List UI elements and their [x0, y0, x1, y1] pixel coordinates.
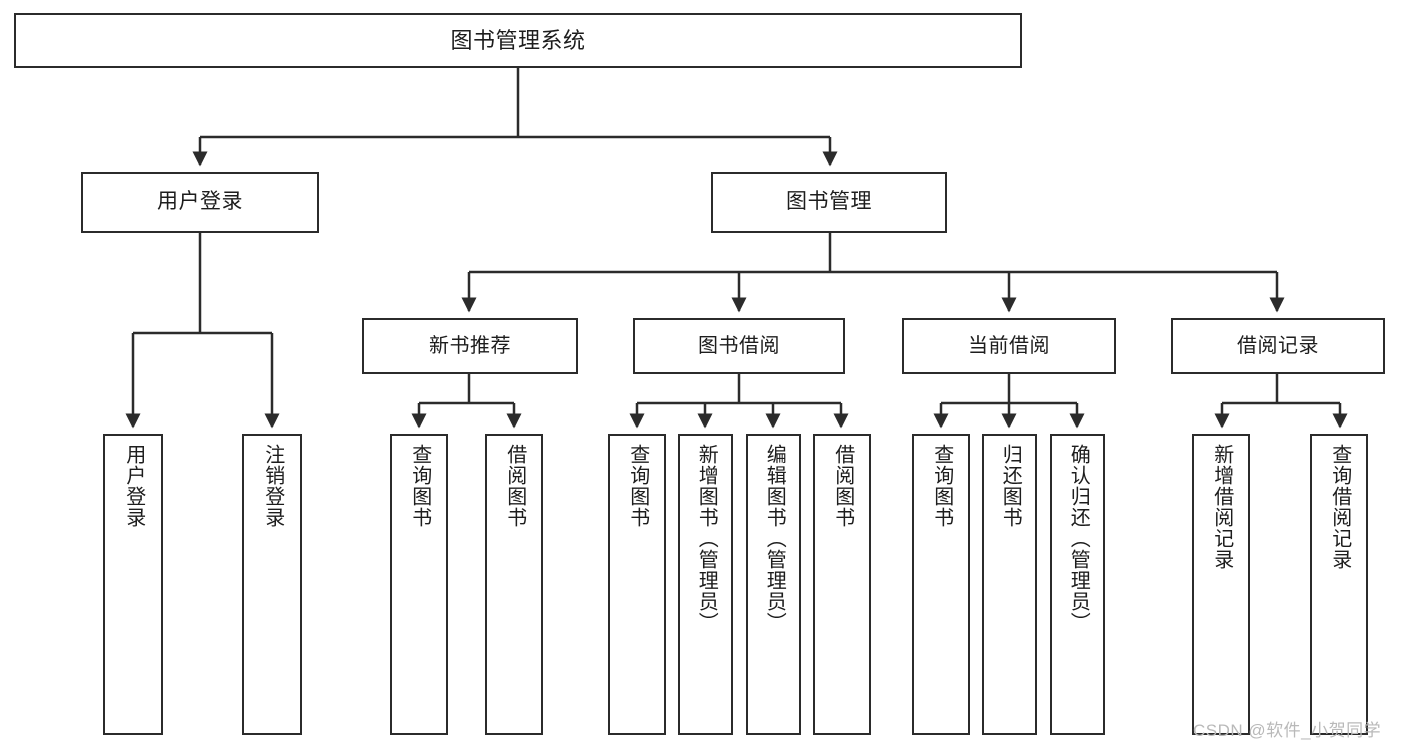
node-leaf-logout[interactable]: 注销登录 [242, 434, 302, 735]
node-label: 查询图书 [626, 444, 649, 528]
node-label: 查询图书 [408, 444, 431, 528]
node-label: 借阅记录 [1237, 334, 1319, 357]
node-label: 新书推荐 [429, 334, 511, 357]
node-label: 查询借阅记录 [1328, 444, 1351, 570]
node-leaf-borrow-book[interactable]: 借阅图书 [813, 434, 871, 735]
node-leaf-confirm-return-admin[interactable]: 确认归还（管理员） [1050, 434, 1105, 735]
node-label: 图书管理系统 [450, 27, 586, 53]
node-label: 归还图书 [999, 444, 1022, 528]
node-leaf-query-book-recommend[interactable]: 查询图书 [390, 434, 448, 735]
node-label: 用户登录 [157, 190, 243, 214]
watermark: CSDN @软件_小贺同学 [1193, 721, 1382, 740]
node-label: 编辑图书（管理员） [763, 444, 786, 633]
node-leaf-user-login[interactable]: 用户登录 [103, 434, 163, 735]
node-leaf-add-borrow-record[interactable]: 新增借阅记录 [1192, 434, 1250, 735]
node-borrow-record[interactable]: 借阅记录 [1171, 318, 1385, 374]
node-label: 查询图书 [930, 444, 953, 528]
node-leaf-query-borrow-record[interactable]: 查询借阅记录 [1310, 434, 1368, 735]
node-user-login[interactable]: 用户登录 [81, 172, 319, 233]
node-book-management-system[interactable]: 图书管理系统 [14, 13, 1022, 68]
node-label: 新增图书（管理员） [695, 444, 718, 633]
node-book-management[interactable]: 图书管理 [711, 172, 947, 233]
node-label: 图书管理 [786, 190, 872, 214]
node-leaf-query-book[interactable]: 查询图书 [608, 434, 666, 735]
node-label: 用户登录 [122, 444, 145, 528]
node-label: 当前借阅 [968, 334, 1050, 357]
node-label: 确认归还（管理员） [1067, 444, 1090, 633]
node-label: 新增借阅记录 [1210, 444, 1233, 570]
node-leaf-edit-book-admin[interactable]: 编辑图书（管理员） [746, 434, 801, 735]
node-leaf-borrow-book-recommend[interactable]: 借阅图书 [485, 434, 543, 735]
node-label: 注销登录 [261, 444, 284, 528]
node-label: 借阅图书 [503, 444, 526, 528]
node-leaf-return-book[interactable]: 归还图书 [982, 434, 1037, 735]
node-new-book-recommend[interactable]: 新书推荐 [362, 318, 578, 374]
node-leaf-query-book-current[interactable]: 查询图书 [912, 434, 970, 735]
node-label: 借阅图书 [831, 444, 854, 528]
node-leaf-add-book-admin[interactable]: 新增图书（管理员） [678, 434, 733, 735]
node-label: 图书借阅 [698, 334, 780, 357]
node-current-borrow[interactable]: 当前借阅 [902, 318, 1116, 374]
node-book-borrow[interactable]: 图书借阅 [633, 318, 845, 374]
